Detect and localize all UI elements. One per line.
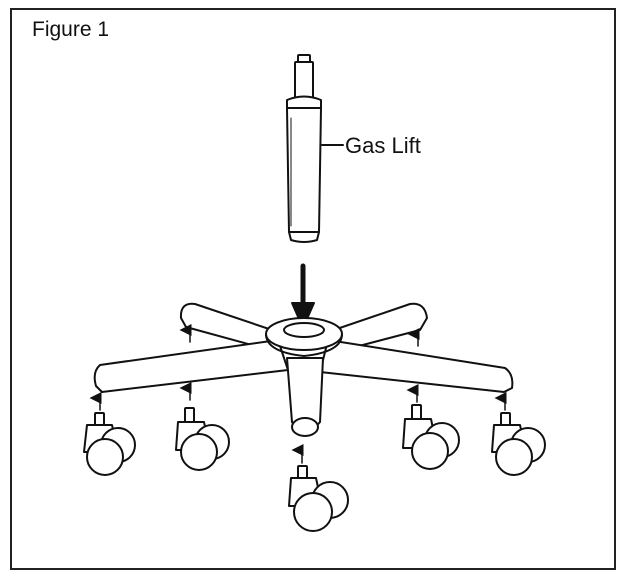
socket-arrows <box>89 324 507 464</box>
figure-title: Figure 1 <box>32 18 110 41</box>
caster-left-far <box>83 412 136 476</box>
caster-center <box>288 465 349 532</box>
caster-left <box>175 407 230 471</box>
gas-lift-cylinder <box>286 54 322 243</box>
caster-right <box>402 404 460 470</box>
caster-right-far <box>491 412 546 476</box>
insert-arrow <box>291 263 315 329</box>
gas-lift-label: Gas Lift <box>345 133 421 158</box>
five-star-base <box>93 302 514 437</box>
